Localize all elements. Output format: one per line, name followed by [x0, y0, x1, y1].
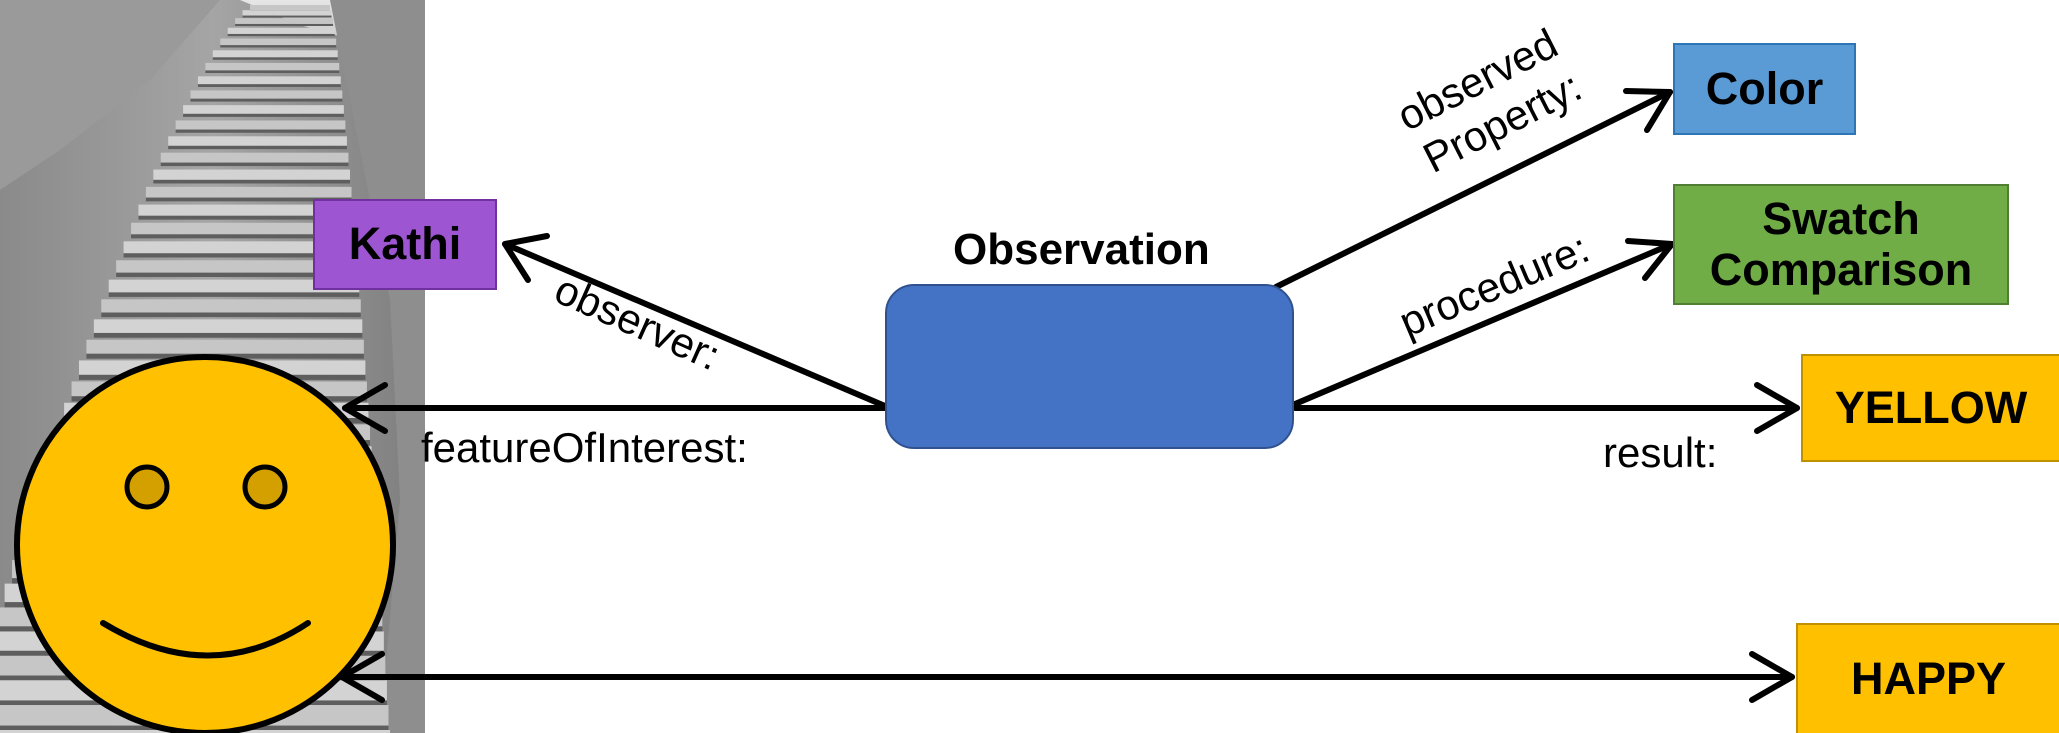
- yellow-node-label: YELLOW: [1834, 381, 2028, 433]
- yellow-node: YELLOW: [1801, 354, 2059, 462]
- smiley-face-icon: [14, 354, 396, 733]
- swatch-comparison-label-line2: Comparison: [1709, 243, 1973, 295]
- result-edge-label: result:: [1603, 429, 1718, 476]
- kathi-node: Kathi: [313, 199, 497, 290]
- color-node: Color: [1673, 43, 1856, 135]
- left-eye-icon: [124, 464, 170, 510]
- observer-arrow: [502, 233, 888, 409]
- kathi-node-label: Kathi: [348, 218, 462, 270]
- happy-node: HAPPY: [1796, 623, 2059, 733]
- right-eye-icon: [242, 464, 288, 510]
- result-arrow: [1292, 382, 1800, 434]
- procedure-arrow: [1292, 238, 1675, 407]
- observation-node: [885, 284, 1294, 449]
- observation-title: Observation: [953, 225, 1210, 274]
- happy-node-label: HAPPY: [1850, 652, 2007, 704]
- color-node-label: Color: [1705, 62, 1824, 114]
- feature-of-interest-arrow: [342, 382, 888, 434]
- smile-mouth-icon: [100, 620, 311, 659]
- feature-of-interest-edge-label: featureOfInterest:: [421, 424, 748, 471]
- swatch-comparison-label-line1: Swatch: [1762, 193, 1920, 245]
- observed-property-arrow: [1273, 88, 1673, 290]
- swatch-comparison-node: Swatch Comparison: [1673, 184, 2009, 305]
- happy-double-arrow: [339, 651, 1795, 703]
